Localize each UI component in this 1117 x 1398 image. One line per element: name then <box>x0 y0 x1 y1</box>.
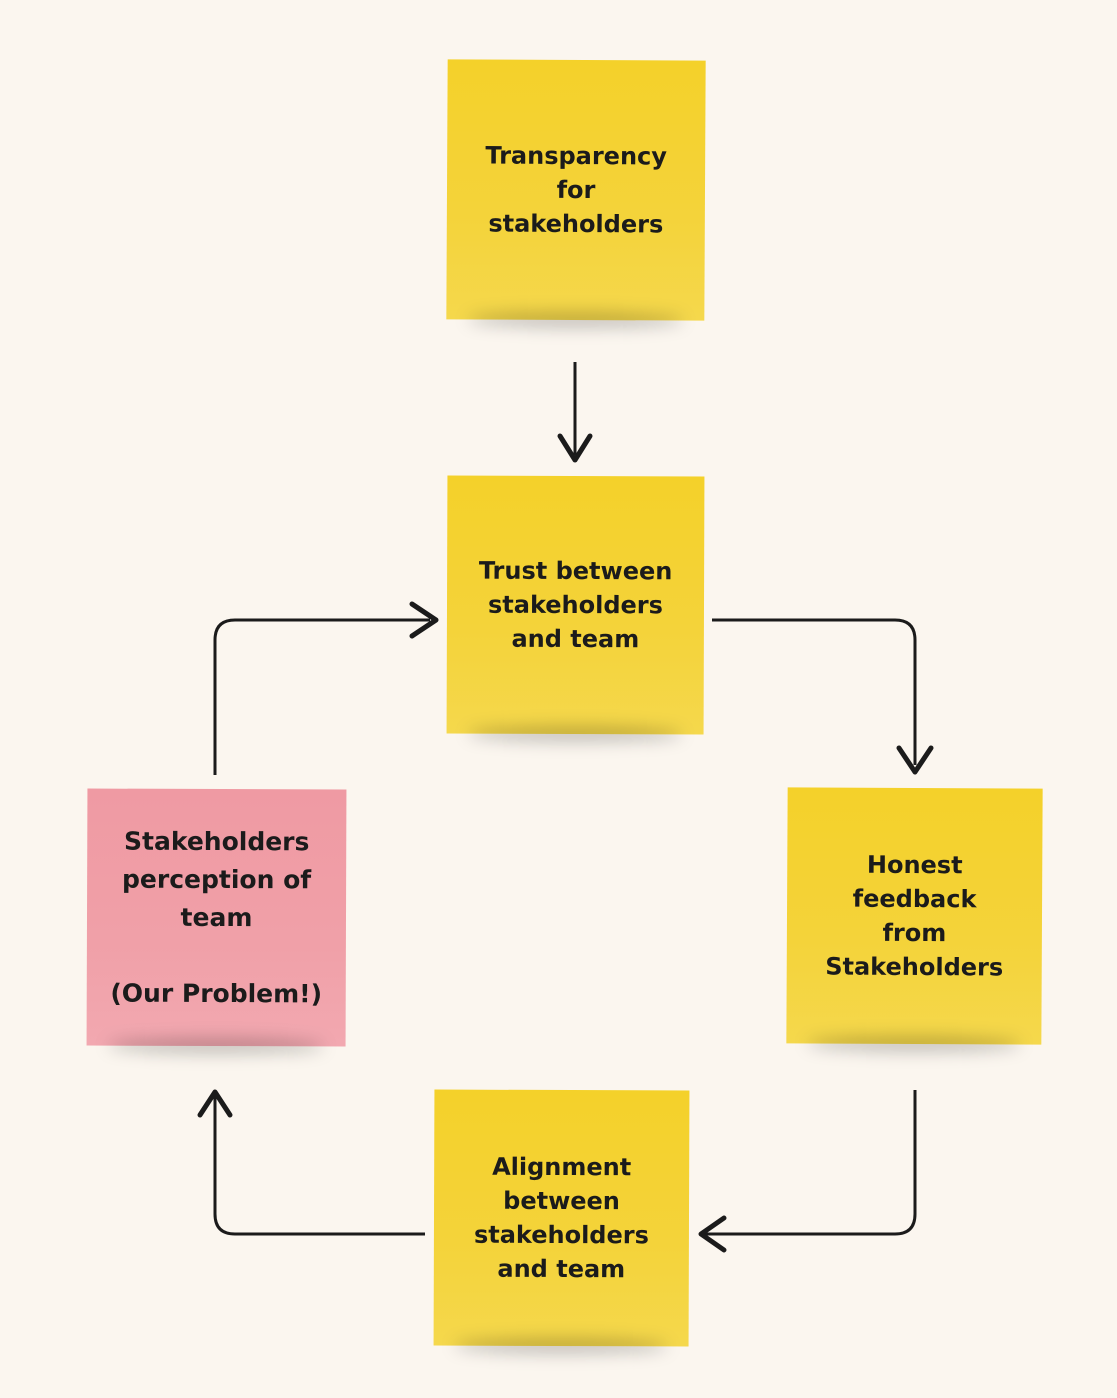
arrow-trust-to-feedback <box>712 618 934 775</box>
note-alignment-text: Alignment between stakeholders and team <box>473 1152 649 1284</box>
note-transparency-text: Transparency for stakeholders <box>485 141 668 239</box>
note-alignment[interactable]: Alignment between stakeholders and team <box>433 1089 690 1347</box>
note-stakeholders-perception[interactable]: Stakeholders perception of team (Our Pro… <box>86 788 347 1047</box>
note-honest-feedback[interactable]: Honest feedback from Stakeholders <box>786 787 1043 1045</box>
note-transparency[interactable]: Transparency for stakeholders <box>446 59 706 321</box>
note-trust[interactable]: Trust between stakeholders and team <box>446 475 705 735</box>
arrow-feedback-to-alignment <box>698 1090 917 1253</box>
arrow-perception-to-trust <box>213 601 439 775</box>
note-stakeholders-perception-text: Stakeholders perception of team (Our Pro… <box>110 826 323 1008</box>
arrow-alignment-to-perception <box>197 1089 425 1236</box>
note-honest-feedback-text: Honest feedback from Stakeholders <box>825 850 1004 982</box>
note-trust-text: Trust between stakeholders and team <box>478 556 673 654</box>
arrow-transparency-to-trust <box>557 362 593 463</box>
